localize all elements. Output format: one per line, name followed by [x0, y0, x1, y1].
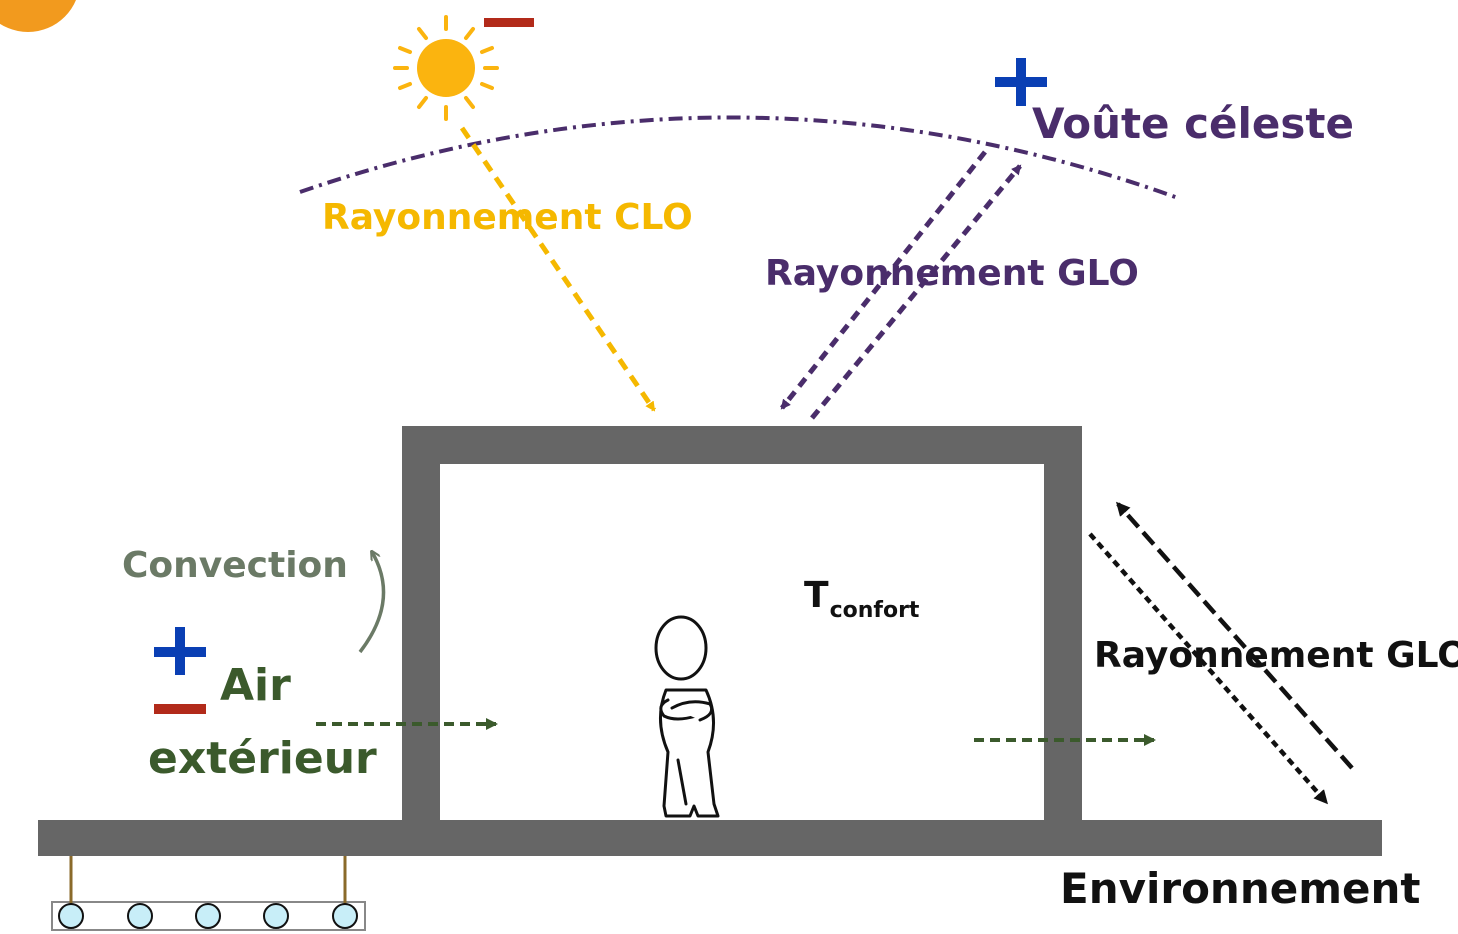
- sky-radiation-arrow-up: [810, 164, 1022, 420]
- minus-sign-icon: [154, 704, 206, 714]
- corner-badge: [0, 0, 76, 32]
- environment-radiation-label: Rayonnement GLO: [1094, 635, 1458, 676]
- environment-radiation-arrow-in: [1116, 501, 1354, 770]
- sky-radiation-arrow-down: [780, 150, 987, 410]
- comfort-temperature-label: Tconfort: [804, 575, 919, 622]
- sun-icon: [393, 15, 499, 121]
- environment-label: Environnement: [1060, 864, 1421, 913]
- comfort-temperature-subscript: confort: [829, 598, 920, 623]
- plus-sign-icon: [995, 58, 1047, 106]
- building-envelope: [402, 426, 1082, 856]
- minus-sign-icon: [484, 18, 534, 27]
- ground-heat-exchanger-icon: [51, 856, 366, 931]
- convection-arrow: [358, 552, 386, 654]
- sky-dome-arc: [299, 115, 1179, 200]
- outdoor-air-label-line2: extérieur: [148, 733, 377, 784]
- ground-slab: [38, 820, 1382, 856]
- solar-radiation-arrow: [459, 126, 657, 412]
- plus-sign-icon: [154, 627, 206, 675]
- sky-label: Voûte céleste: [1032, 99, 1354, 148]
- person-icon: [654, 615, 720, 818]
- comfort-temperature-symbol: T: [804, 575, 829, 616]
- outdoor-air-label-line1: Air: [220, 660, 291, 711]
- convection-label: Convection: [122, 545, 348, 586]
- sky-radiation-label: Rayonnement GLO: [765, 253, 1139, 294]
- solar-radiation-label: Rayonnement CLO: [322, 197, 693, 238]
